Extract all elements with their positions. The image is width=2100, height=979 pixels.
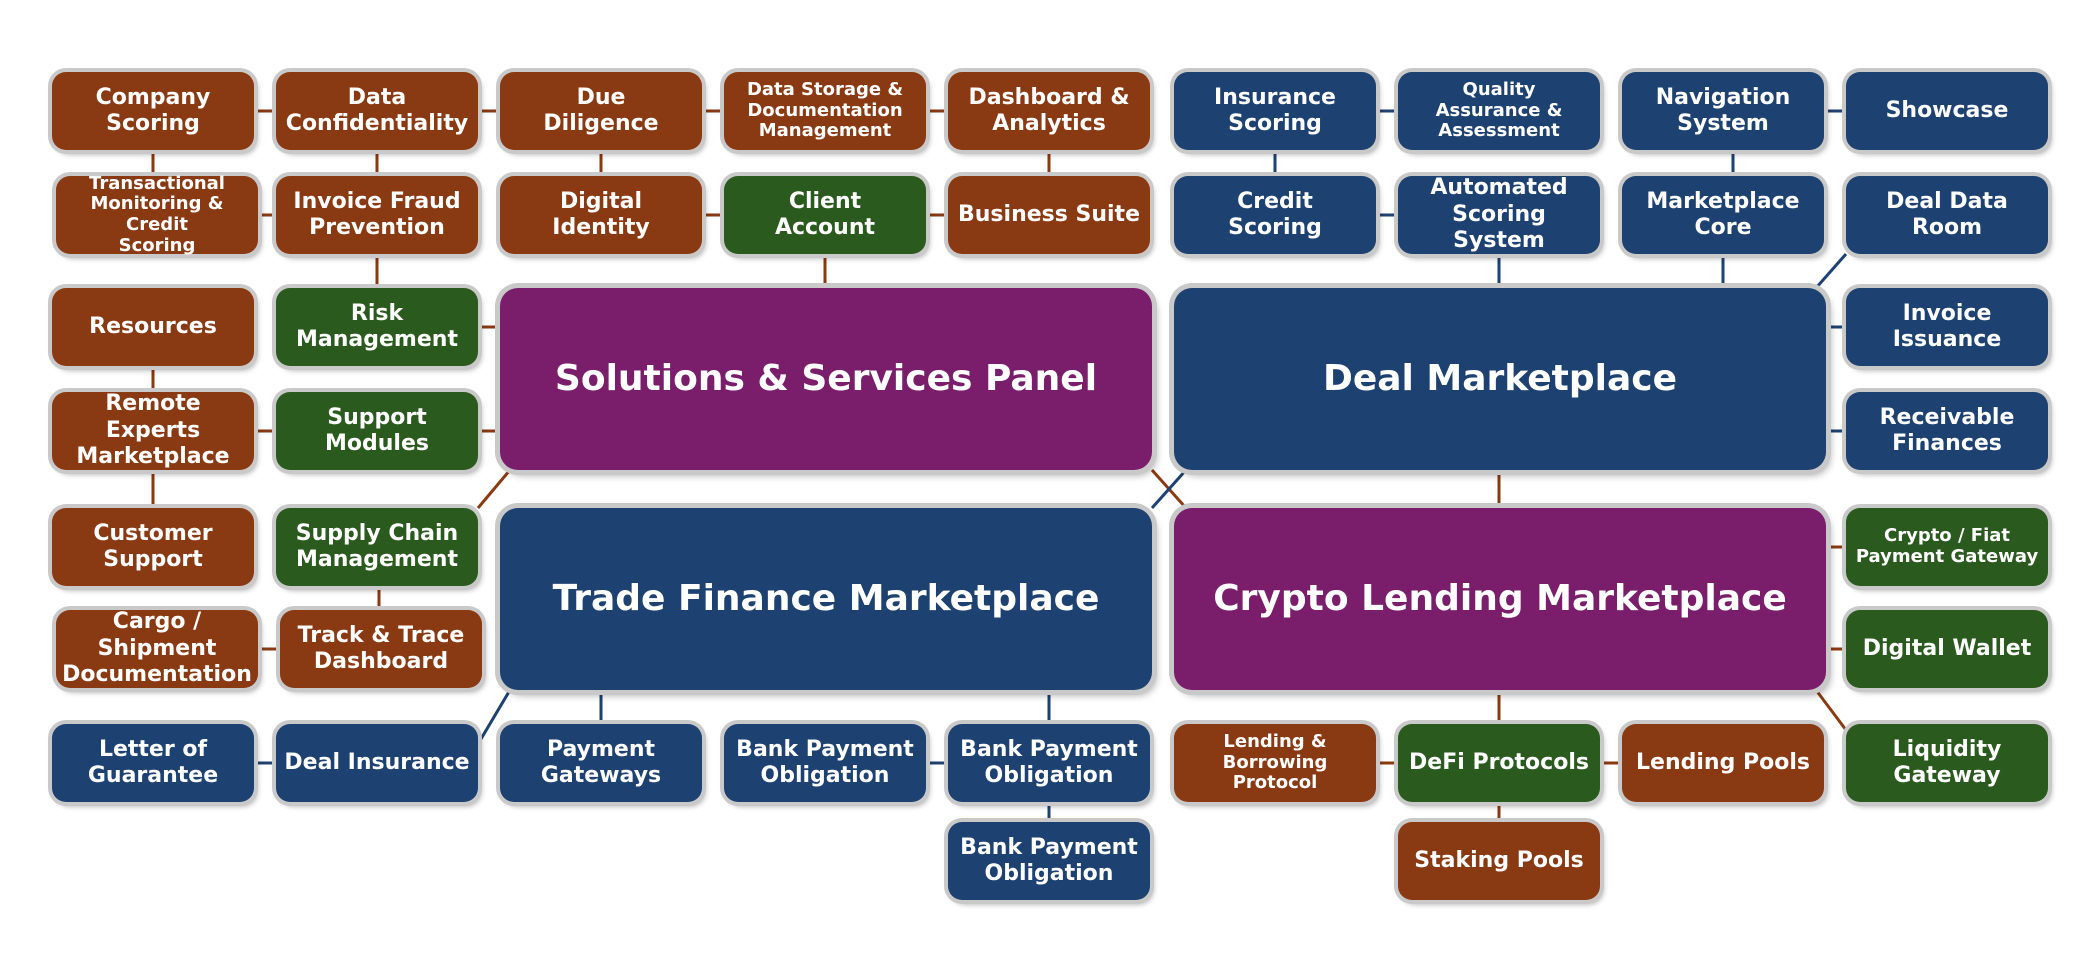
connector-line (1814, 689, 1848, 731)
node-insurance-scoring: Insurance Scoring (1174, 72, 1376, 150)
node-risk-management: Risk Management (276, 288, 478, 366)
node-bank-payment-obligation-1: Bank Payment Obligation (724, 724, 926, 802)
hub-deal-marketplace: Deal Marketplace (1174, 288, 1826, 470)
node-cargo-shipment-documentation: Cargo / Shipment Documentation (56, 609, 258, 688)
connector-line (1150, 468, 1188, 510)
node-supply-chain-management: Supply Chain Management (276, 508, 478, 586)
node-invoice-issuance: Invoice Issuance (1846, 288, 2048, 366)
node-staking-pools: Staking Pools (1398, 822, 1600, 900)
node-transactional-monitoring: Transactional Monitoring & Credit Scorin… (56, 173, 258, 256)
node-marketplace-core: Marketplace Core (1622, 176, 1824, 254)
hub-trade-finance-marketplace: Trade Finance Marketplace (500, 508, 1152, 690)
connector-line (476, 689, 512, 745)
node-lending-borrowing-protocol: Lending & Borrowing Protocol (1174, 724, 1376, 802)
node-bank-payment-obligation-3: Bank Payment Obligation (948, 822, 1150, 900)
node-remote-experts-marketplace: Remote Experts Marketplace (52, 391, 254, 470)
node-deal-data-room: Deal Data Room (1846, 176, 2048, 254)
node-payment-gateways: Payment Gateways (500, 724, 702, 802)
node-client-account: Client Account (724, 176, 926, 254)
node-receivable-finances: Receivable Finances (1846, 392, 2048, 470)
node-navigation-system: Navigation System (1622, 72, 1824, 150)
node-defi-protocols: DeFi Protocols (1398, 724, 1600, 802)
node-company-scoring: Company Scoring (52, 72, 254, 150)
node-showcase: Showcase (1846, 72, 2048, 150)
node-bank-payment-obligation-2: Bank Payment Obligation (948, 724, 1150, 802)
node-due-diligence: Due Diligence (500, 72, 702, 150)
node-resources: Resources (52, 288, 254, 366)
node-digital-wallet: Digital Wallet (1846, 610, 2048, 688)
node-credit-scoring: Credit Scoring (1174, 176, 1376, 254)
node-business-suite: Business Suite (948, 176, 1150, 254)
node-deal-insurance: Deal Insurance (276, 724, 478, 802)
node-quality-assurance: Quality Assurance & Assessment (1398, 72, 1600, 150)
node-lending-pools: Lending Pools (1622, 724, 1824, 802)
hub-crypto-lending-marketplace: Crypto Lending Marketplace (1174, 508, 1826, 690)
node-data-storage: Data Storage & Documentation Management (724, 72, 926, 150)
connector-line (476, 469, 512, 509)
connector-line (1814, 253, 1848, 289)
node-track-trace-dashboard: Track & Trace Dashboard (280, 610, 482, 688)
node-customer-support: Customer Support (52, 508, 254, 586)
hub-solutions-services-panel: Solutions & Services Panel (500, 288, 1152, 470)
node-crypto-fiat-payment-gateway: Crypto / Fiat Payment Gateway (1846, 508, 2048, 586)
node-invoice-fraud-prevention: Invoice Fraud Prevention (276, 176, 478, 254)
node-digital-identity: Digital Identity (500, 176, 702, 254)
node-liquidity-gateway: Liquidity Gateway (1846, 724, 2048, 802)
node-letter-of-guarantee: Letter of Guarantee (52, 724, 254, 802)
node-automated-scoring-system: Automated Scoring System (1398, 175, 1600, 254)
node-support-modules: Support Modules (276, 392, 478, 470)
node-dashboard-analytics: Dashboard & Analytics (948, 72, 1150, 150)
node-data-confidentiality: Data Confidentiality (276, 72, 478, 150)
